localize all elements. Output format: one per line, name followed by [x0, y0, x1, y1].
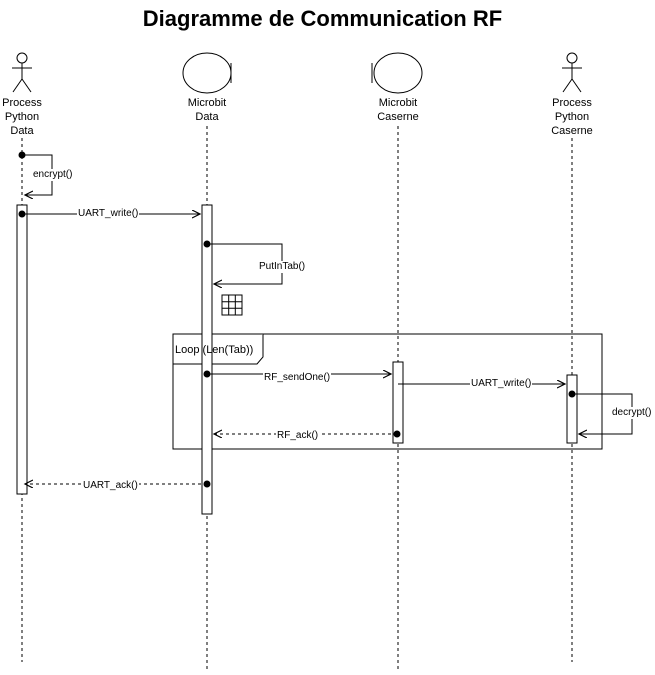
- loop-frame: [172, 333, 603, 450]
- microbit-data-boundary-icon: [182, 52, 232, 94]
- message-label-put-in-tab: PutInTab(): [258, 261, 307, 273]
- message-label-uart-write-1: UART_write(): [77, 208, 140, 220]
- message-label-encrypt: encrypt(): [32, 169, 74, 181]
- message-label-rf-ack: RF_ack(): [276, 430, 320, 442]
- message-label-decrypt: decrypt(): [611, 407, 653, 419]
- actor-label-microbit-caserne: Microbit Caserne: [377, 97, 419, 123]
- activation-bar-microbit-caserne: [392, 361, 404, 444]
- actor-label-process-python-data: Process Python Data: [2, 97, 42, 137]
- table-icon: [221, 294, 243, 316]
- actor-label-microbit-data: Microbit Data: [187, 97, 227, 123]
- message-label-rf-send-one: RF_sendOne(): [263, 372, 332, 384]
- message-label-uart-ack: UART_ack(): [82, 480, 139, 492]
- actor-process-python-caserne-icon: [562, 52, 582, 93]
- actor-process-python-data-icon: [12, 52, 32, 93]
- activation-bar-microbit-data: [201, 204, 213, 515]
- loop-label: Loop (Len(Tab)): [175, 344, 254, 356]
- microbit-caserne-boundary-icon: [371, 52, 423, 94]
- message-label-uart-write-2: UART_write(): [470, 378, 533, 390]
- activation-bar-process-python-caserne: [566, 374, 578, 444]
- activation-bar-process-python-data: [16, 204, 28, 495]
- diagram-title: Diagramme de Communication RF: [142, 6, 503, 31]
- actor-label-process-python-caserne: Process Python Caserne: [551, 97, 593, 137]
